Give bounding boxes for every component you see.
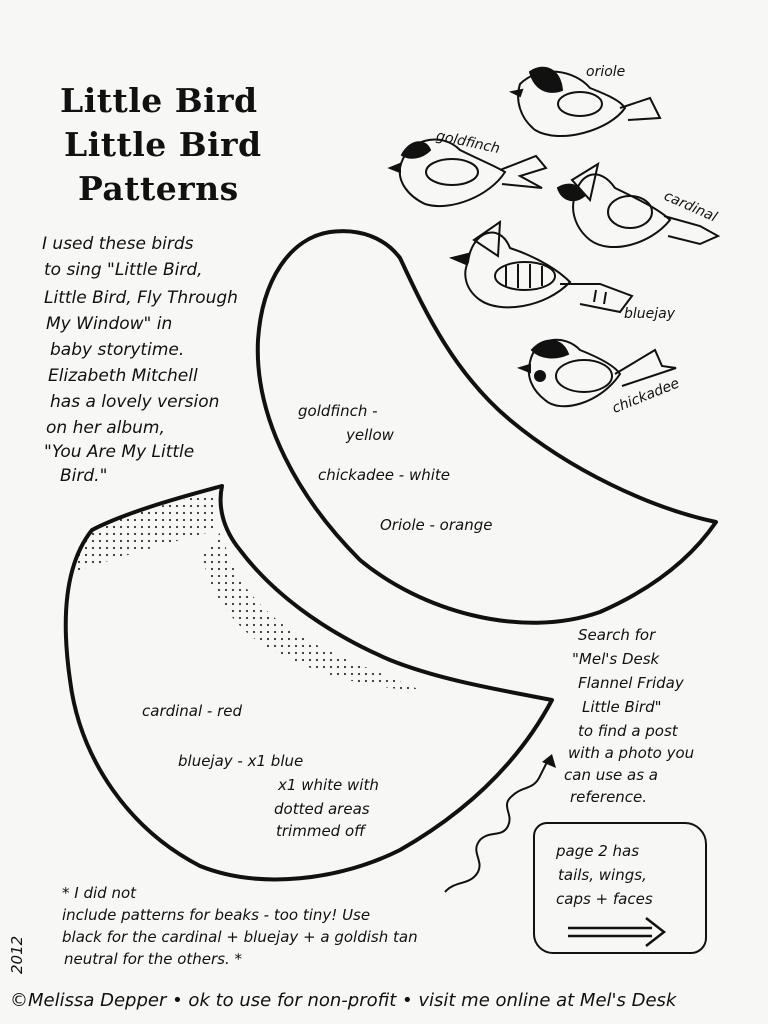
page2-note-line: caps + faces — [556, 890, 653, 908]
title-line-3: Patterns — [78, 169, 239, 208]
intro-line: Elizabeth Mitchell — [48, 366, 198, 386]
oriole-sketch — [508, 66, 662, 138]
year-label: 2012 — [8, 935, 26, 974]
search-note-line: Little Bird" — [582, 698, 662, 716]
intro-line: My Window" in — [46, 314, 173, 334]
intro-line: on her album, — [46, 418, 165, 438]
upper-pattern-line: goldfinch - — [298, 402, 378, 420]
search-note-line: to find a post — [578, 722, 678, 740]
upper-body-pattern-outline — [255, 229, 718, 625]
upper-pattern-line: Oriole - orange — [380, 516, 493, 534]
intro-line: Little Bird, Fly Through — [44, 288, 238, 308]
intro-line: "You Are My Little — [44, 442, 195, 462]
page2-note-line: page 2 has — [556, 842, 640, 860]
cardinal-sketch — [556, 161, 721, 249]
intro-line: Bird." — [60, 466, 108, 486]
dotted-trim-area-edge — [202, 530, 420, 690]
search-note-line: "Mel's Desk — [572, 650, 660, 668]
right-arrow-icon — [568, 917, 667, 947]
beak-note-line: * I did not — [62, 884, 137, 902]
search-note-line: with a photo you — [568, 744, 695, 762]
lower-body-pattern-outline — [63, 484, 554, 882]
page2-note-line: tails, wings, — [558, 866, 647, 884]
lower-pattern-trimmed: trimmed off — [276, 822, 365, 840]
lower-pattern-white: x1 white with — [278, 776, 379, 794]
label-bluejay: bluejay — [624, 306, 676, 322]
beak-note-line: neutral for the others. * — [64, 950, 243, 968]
intro-line: to sing "Little Bird, — [44, 260, 203, 280]
search-note-line: reference. — [570, 788, 648, 806]
upper-pattern-line: yellow — [346, 426, 394, 444]
search-note-arrow — [444, 759, 549, 893]
arrowhead-icon — [542, 754, 556, 768]
beak-note-line: include patterns for beaks - too tiny! U… — [62, 906, 371, 924]
intro-line: baby storytime. — [50, 340, 185, 360]
beak-note-line: black for the cardinal + bluejay + a gol… — [62, 928, 418, 946]
search-note-line: Search for — [578, 626, 656, 644]
lower-pattern-cardinal: cardinal - red — [142, 702, 243, 720]
bluejay-sketch — [448, 220, 634, 314]
goldfinch-sketch — [387, 138, 548, 208]
page2-note-box — [533, 822, 707, 954]
upper-pattern-line: chickadee - white — [318, 466, 451, 484]
title-line-1: Little Bird — [60, 81, 258, 120]
title-line-2: Little Bird — [64, 125, 262, 164]
label-oriole: oriole — [586, 64, 626, 80]
lower-pattern-bluejay: bluejay - x1 blue — [178, 752, 304, 770]
chickadee-sketch — [516, 338, 677, 408]
search-note-line: Flannel Friday — [578, 674, 684, 692]
intro-line: I used these birds — [42, 234, 194, 254]
intro-line: has a lovely version — [50, 392, 220, 412]
search-note-line: can use as a — [564, 766, 658, 784]
lower-pattern-dotted: dotted areas — [274, 800, 370, 818]
dotted-trim-area-top — [74, 492, 218, 572]
footer-credit: ©Melissa Depper • ok to use for non-prof… — [10, 990, 677, 1011]
